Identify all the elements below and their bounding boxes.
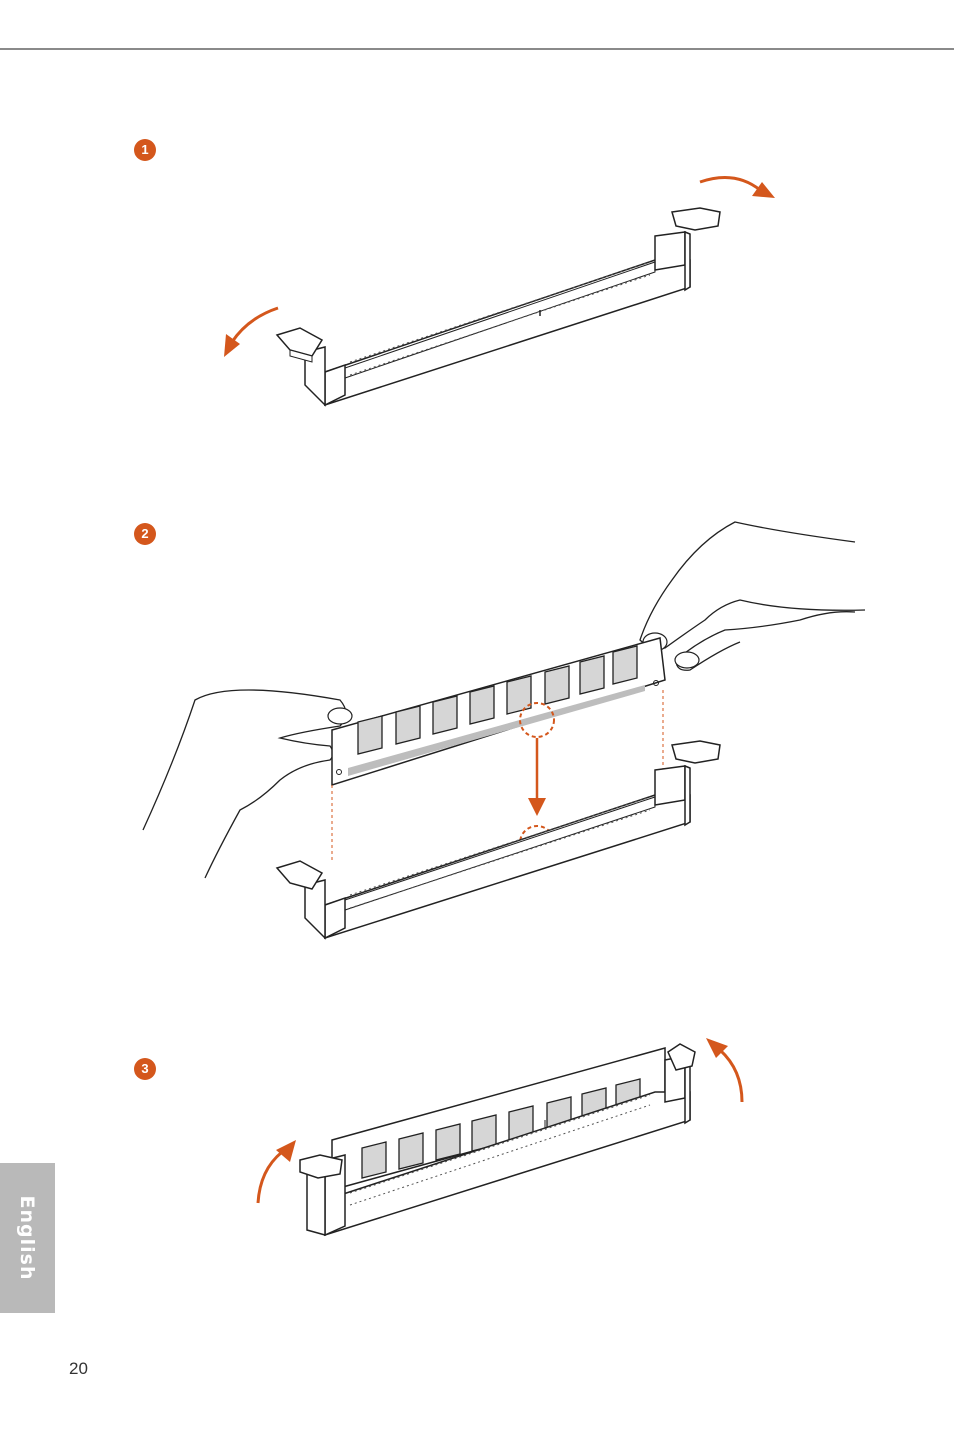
dimm-slot-latches-open-icon [0, 160, 954, 420]
dimm-insert-align-notch-icon [0, 510, 954, 950]
step-1-badge: 1 [134, 139, 156, 161]
page-number: 20 [69, 1359, 88, 1379]
language-tab-label: English [16, 1196, 38, 1281]
header-rule [0, 48, 954, 50]
dimm-latches-close-icon [0, 1030, 954, 1245]
